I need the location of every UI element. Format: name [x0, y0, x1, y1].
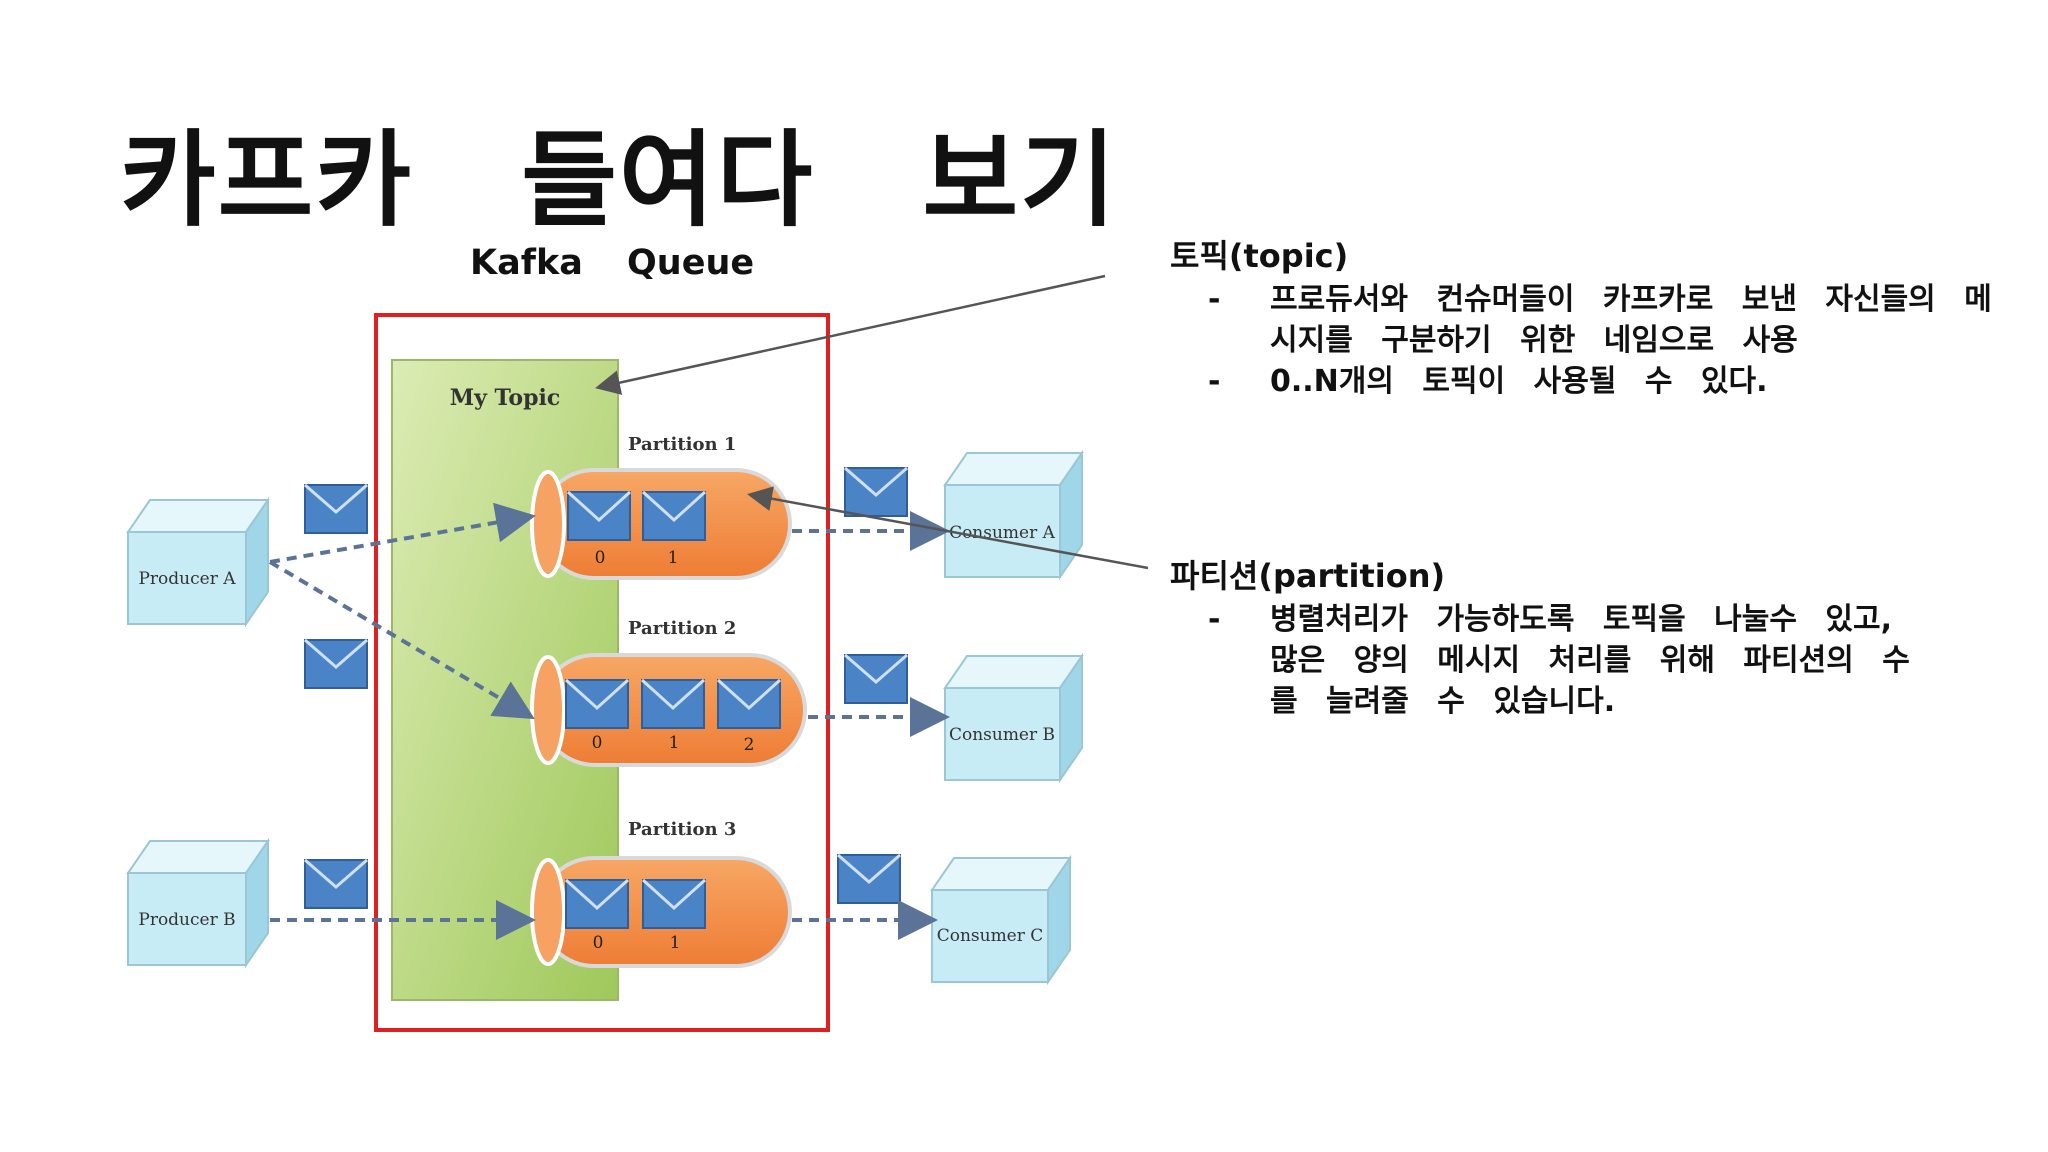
offset-label: 0 — [593, 933, 604, 953]
message-icon — [716, 678, 782, 729]
topic-pointer-line — [595, 274, 1106, 395]
topic-bullet-text: 프로듀서와 컨슈머들이 카프카로 보낸 자신들의 메시지를 구분하기 위한 네임… — [1270, 282, 1992, 358]
topic-highlight-box — [374, 313, 830, 1032]
message-icon — [564, 878, 630, 929]
partition-label-3: Partition 3 — [628, 819, 736, 840]
message-icon — [304, 858, 368, 909]
topic-notes: 토픽(topic) -프로듀서와 컨슈머들이 카프카로 보낸 자신들의 메시지를… — [1170, 231, 2000, 402]
slide-subtitle: Kafka Queue — [470, 243, 755, 283]
offset-label: 1 — [670, 933, 681, 953]
topic-bullet: -프로듀서와 컨슈머들이 카프카로 보낸 자신들의 메시지를 구분하기 위한 네… — [1208, 282, 1992, 358]
flow-arrows — [268, 502, 950, 940]
producer-b-label: Producer B — [138, 910, 235, 930]
offset-label: 1 — [669, 733, 680, 753]
offset-label: 0 — [592, 733, 603, 753]
offset-label: 2 — [744, 735, 755, 755]
partition-label-1: Partition 1 — [628, 434, 736, 455]
message-icon — [837, 853, 901, 904]
slide-title: 카프카 들여다 보기 — [120, 119, 1118, 241]
partition-1: 0 1 — [530, 468, 792, 580]
topic-label: My Topic — [450, 385, 560, 411]
message-icon — [304, 638, 368, 689]
partition-bullet-text: 병렬처리가 가능하도록 토픽을 나눌수 있고, 많은 양의 메시지 처리를 위해… — [1270, 602, 1910, 719]
producer-b-box: Producer B — [126, 837, 270, 969]
topic-heading: 토픽(topic) — [1170, 237, 1349, 275]
message-icon — [564, 678, 630, 729]
message-icon — [566, 490, 632, 541]
offset-label: 0 — [595, 548, 606, 568]
producer-a-box: Producer A — [126, 496, 270, 628]
partition-heading: 파티션(partition) — [1170, 557, 1446, 595]
message-icon — [844, 653, 908, 704]
message-icon — [641, 490, 707, 541]
consumer-a-label: Consumer A — [949, 523, 1056, 543]
topic-bullet: -0..N개의 토픽이 사용될 수 있다. — [1208, 364, 1768, 399]
message-icon — [640, 678, 706, 729]
message-icon — [844, 466, 908, 517]
partition-2: 0 1 2 — [530, 653, 807, 767]
message-icon — [641, 878, 707, 929]
consumer-b-box: Consumer B — [943, 652, 1084, 784]
consumer-c-box: Consumer C — [930, 854, 1072, 986]
consumer-a-box: Consumer A — [943, 449, 1084, 581]
consumer-c-label: Consumer C — [937, 926, 1044, 946]
partition-notes: 파티션(partition) -병렬처리가 가능하도록 토픽을 나눌수 있고, … — [1170, 551, 1930, 722]
partition-pointer-line — [747, 486, 1149, 570]
message-icon — [304, 483, 368, 534]
partition-3: 0 1 — [530, 856, 792, 968]
producer-a-label: Producer A — [138, 569, 236, 589]
consumer-b-label: Consumer B — [949, 725, 1055, 745]
partition-label-2: Partition 2 — [628, 618, 736, 639]
offset-label: 1 — [668, 548, 679, 568]
topic-bullet-text: 0..N개의 토픽이 사용될 수 있다. — [1270, 364, 1768, 399]
partition-bullet: -병렬처리가 가능하도록 토픽을 나눌수 있고, 많은 양의 메시지 처리를 위… — [1208, 602, 1910, 719]
